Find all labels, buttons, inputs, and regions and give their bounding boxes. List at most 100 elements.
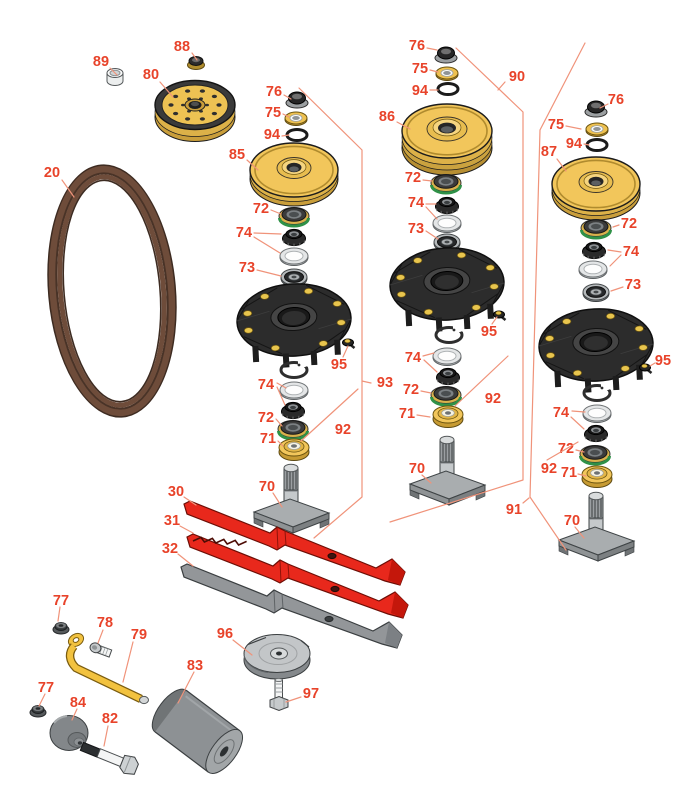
callout-74[interactable]: 74 <box>405 350 421 366</box>
callout-86[interactable]: 86 <box>379 109 395 125</box>
leader-line-71 <box>416 414 431 418</box>
callout-73[interactable]: 73 <box>239 260 255 276</box>
callout-74[interactable]: 74 <box>236 225 252 241</box>
callout-70[interactable]: 70 <box>409 461 425 477</box>
bearing-cone-74-lower <box>436 367 460 386</box>
callout-94[interactable]: 94 <box>566 136 582 152</box>
callout-71[interactable]: 71 <box>260 431 276 447</box>
leader-line-75 <box>565 125 582 130</box>
callout-88[interactable]: 88 <box>174 39 190 55</box>
leader-line-73 <box>610 286 624 292</box>
callout-76[interactable]: 76 <box>266 84 282 100</box>
spindle-shaft-70 <box>253 463 330 534</box>
callout-91[interactable]: 91 <box>506 502 522 518</box>
leader-line-90 <box>389 47 524 523</box>
bearing-race-74 <box>432 214 462 233</box>
leader-line-72 <box>422 179 433 182</box>
callout-79[interactable]: 79 <box>131 627 147 643</box>
callout-30[interactable]: 30 <box>168 484 184 500</box>
callout-75[interactable]: 75 <box>548 117 564 133</box>
leader-line-93 <box>361 380 372 384</box>
callout-95[interactable]: 95 <box>481 324 497 340</box>
callout-92[interactable]: 92 <box>485 391 501 407</box>
leader-line-74 <box>253 232 282 235</box>
bearing-race-74-lower <box>432 347 462 366</box>
leader-line-85 <box>246 159 259 171</box>
callout-75[interactable]: 75 <box>412 61 428 77</box>
bearing-race-74-lower <box>582 404 612 423</box>
cover-disc-96 <box>243 634 311 680</box>
callout-70[interactable]: 70 <box>564 513 580 529</box>
callout-32[interactable]: 32 <box>162 541 178 557</box>
leader-line-31 <box>179 525 194 534</box>
pulley-87 <box>551 156 641 221</box>
callout-96[interactable]: 96 <box>217 626 233 642</box>
blade-32 <box>180 563 403 649</box>
callout-31[interactable]: 31 <box>164 513 180 529</box>
callout-74[interactable]: 74 <box>258 377 274 393</box>
callout-72[interactable]: 72 <box>405 170 421 186</box>
leader-line-79 <box>122 641 134 683</box>
spindle-housing <box>536 305 657 396</box>
bolt-78 <box>89 642 113 658</box>
callout-85[interactable]: 85 <box>229 147 245 163</box>
leader-line-87 <box>556 158 567 172</box>
callout-93[interactable]: 93 <box>377 375 393 391</box>
callout-74[interactable]: 74 <box>408 195 424 211</box>
callout-77[interactable]: 77 <box>53 593 69 609</box>
leader-line-86 <box>396 121 411 130</box>
callout-92[interactable]: 92 <box>541 461 557 477</box>
callout-94[interactable]: 94 <box>264 127 280 143</box>
leader-line-71 <box>277 440 284 447</box>
callout-89[interactable]: 89 <box>93 54 109 70</box>
callout-72[interactable]: 72 <box>258 410 274 426</box>
callout-74[interactable]: 74 <box>623 244 639 260</box>
callout-90[interactable]: 90 <box>509 69 525 85</box>
callout-95[interactable]: 95 <box>655 353 671 369</box>
seal-cup-71 <box>432 405 464 428</box>
callout-83[interactable]: 83 <box>187 658 203 674</box>
leader-line-32 <box>177 553 194 567</box>
callout-72[interactable]: 72 <box>403 382 419 398</box>
callout-82[interactable]: 82 <box>102 711 118 727</box>
callout-75[interactable]: 75 <box>265 105 281 121</box>
callout-71[interactable]: 71 <box>561 465 577 481</box>
callout-87[interactable]: 87 <box>541 144 557 160</box>
callout-94[interactable]: 94 <box>412 83 428 99</box>
callout-72[interactable]: 72 <box>621 216 637 232</box>
callout-71[interactable]: 71 <box>399 406 415 422</box>
seal-cup-71 <box>278 438 310 461</box>
leader-line-95 <box>491 316 498 325</box>
callout-76[interactable]: 76 <box>409 38 425 54</box>
callout-84[interactable]: 84 <box>70 695 86 711</box>
callout-72[interactable]: 72 <box>253 201 269 217</box>
callout-92[interactable]: 92 <box>335 422 351 438</box>
leader-line-78 <box>97 629 104 644</box>
blade-31 <box>186 533 409 619</box>
leader-line-72 <box>270 209 282 215</box>
locknut-76 <box>584 100 608 118</box>
leader-line-92 <box>546 441 579 461</box>
bearing-cone-74 <box>435 196 459 215</box>
callout-74[interactable]: 74 <box>553 405 569 421</box>
washer-75 <box>435 66 459 81</box>
bearing-race-74 <box>578 260 608 279</box>
callout-77[interactable]: 77 <box>38 680 54 696</box>
callout-76[interactable]: 76 <box>608 92 624 108</box>
callout-78[interactable]: 78 <box>97 615 113 631</box>
bolt-82 <box>79 741 139 775</box>
callout-97[interactable]: 97 <box>303 686 319 702</box>
callout-95[interactable]: 95 <box>331 357 347 373</box>
leader-line-95 <box>649 362 656 367</box>
leader-line-73 <box>256 269 282 277</box>
callout-73[interactable]: 73 <box>625 277 641 293</box>
seal-72-lower <box>429 385 463 407</box>
callout-80[interactable]: 80 <box>143 67 159 83</box>
bushing-89 <box>106 68 124 86</box>
callout-20[interactable]: 20 <box>44 165 60 181</box>
callout-73[interactable]: 73 <box>408 221 424 237</box>
callout-70[interactable]: 70 <box>259 479 275 495</box>
spindle-assembly-middle <box>387 46 508 506</box>
leader-line-74 <box>423 359 438 373</box>
